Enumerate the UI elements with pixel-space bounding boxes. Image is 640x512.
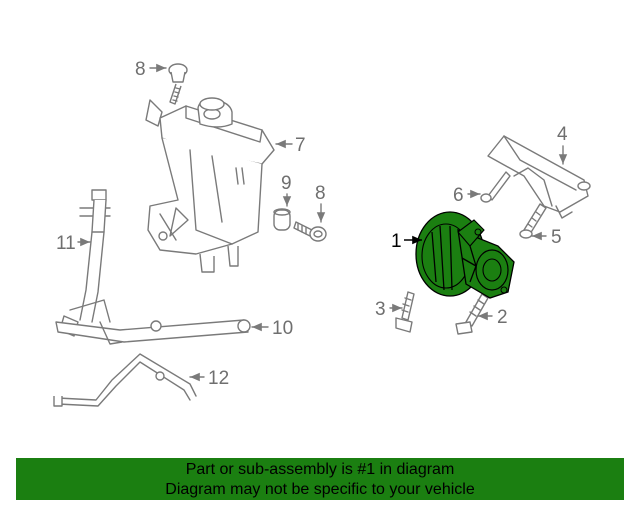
part-5-bolt[interactable] xyxy=(519,203,547,239)
callout-3[interactable]: 3 xyxy=(375,299,386,320)
callout-7[interactable]: 7 xyxy=(295,135,306,156)
part-3-bolt[interactable] xyxy=(395,291,415,333)
callout-1[interactable]: 1 xyxy=(391,231,402,252)
callout-8-side[interactable]: 8 xyxy=(315,183,326,204)
part-11-hose[interactable] xyxy=(59,189,111,337)
part-4-bracket[interactable] xyxy=(487,135,591,219)
part-2-bolt[interactable] xyxy=(455,293,489,335)
callout-8-top[interactable]: 8 xyxy=(135,59,146,80)
part-8-bolt-top[interactable] xyxy=(168,63,188,105)
callout-9[interactable]: 9 xyxy=(281,173,292,194)
part-8-bolt-side[interactable] xyxy=(293,221,327,242)
callout-11[interactable]: 11 xyxy=(56,233,76,254)
part-10-line[interactable] xyxy=(55,319,251,345)
callout-4[interactable]: 4 xyxy=(557,124,568,145)
leader-lines xyxy=(77,63,568,382)
callout-2[interactable]: 2 xyxy=(497,307,508,328)
part-9-grommet[interactable] xyxy=(273,208,291,231)
part-12-tube[interactable] xyxy=(53,353,197,407)
callout-5[interactable]: 5 xyxy=(551,227,562,248)
part-6-bolt[interactable] xyxy=(480,171,511,203)
part-1-pump[interactable] xyxy=(415,211,515,299)
banner-line-1: Part or sub-assembly is #1 in diagram xyxy=(185,461,455,478)
callout-6[interactable]: 6 xyxy=(453,185,464,206)
part-7-reservoir[interactable] xyxy=(145,97,275,273)
callout-12[interactable]: 12 xyxy=(208,368,229,389)
banner-line-2: Diagram may not be specific to your vehi… xyxy=(165,481,475,498)
callout-10[interactable]: 10 xyxy=(272,318,293,339)
info-banner: Part or sub-assembly is #1 in diagram Di… xyxy=(16,458,624,500)
